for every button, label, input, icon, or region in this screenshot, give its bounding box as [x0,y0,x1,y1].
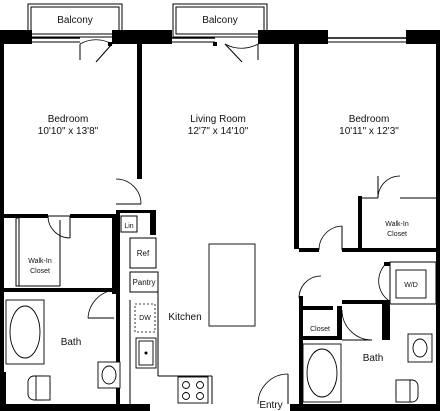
closet-label: Closet [310,326,330,333]
ref-label: Ref [137,249,150,258]
balcony-door-right [213,42,259,63]
dishwasher [134,303,156,333]
bedroom-left-size: 10'10" x 13'8" [38,126,99,137]
entry-label: Entry [259,400,282,411]
walkin-right-line1: Walk-In [385,221,409,228]
exterior-walls [0,30,440,411]
linen-label: Lin [124,223,133,230]
pantry-label: Pantry [132,278,155,287]
walkin-left-line1: Walk-In [28,258,52,265]
kitchen-island [208,243,256,327]
balcony-left-label: Balcony [57,15,93,26]
walkin-left-line2: Closet [30,268,50,275]
left-bath-fixtures [5,299,121,401]
right-bath-fixtures [302,333,433,403]
balcony-right-label: Balcony [202,15,238,26]
balcony-left [27,3,123,38]
balcony-right [172,3,268,38]
kitchen-label: Kitchen [168,312,201,323]
balcony-door-left [79,39,113,63]
bedroom-right-size: 10'11" x 12'3" [339,126,399,137]
kitchen-sink [135,337,157,369]
bedroom-left-name: Bedroom [48,114,89,125]
living-room-name: Living Room [190,114,246,125]
dw-label: DW [139,315,151,322]
bath-left-label: Bath [61,337,82,348]
bedroom-right-name: Bedroom [349,114,390,125]
interior-walls [4,44,437,410]
bath-right-label: Bath [363,353,384,364]
walkin-right-line2: Closet [387,231,407,238]
wd-label: W/D [404,282,418,289]
range [177,376,209,404]
living-room-size: 12'7" x 14'10" [188,126,249,137]
